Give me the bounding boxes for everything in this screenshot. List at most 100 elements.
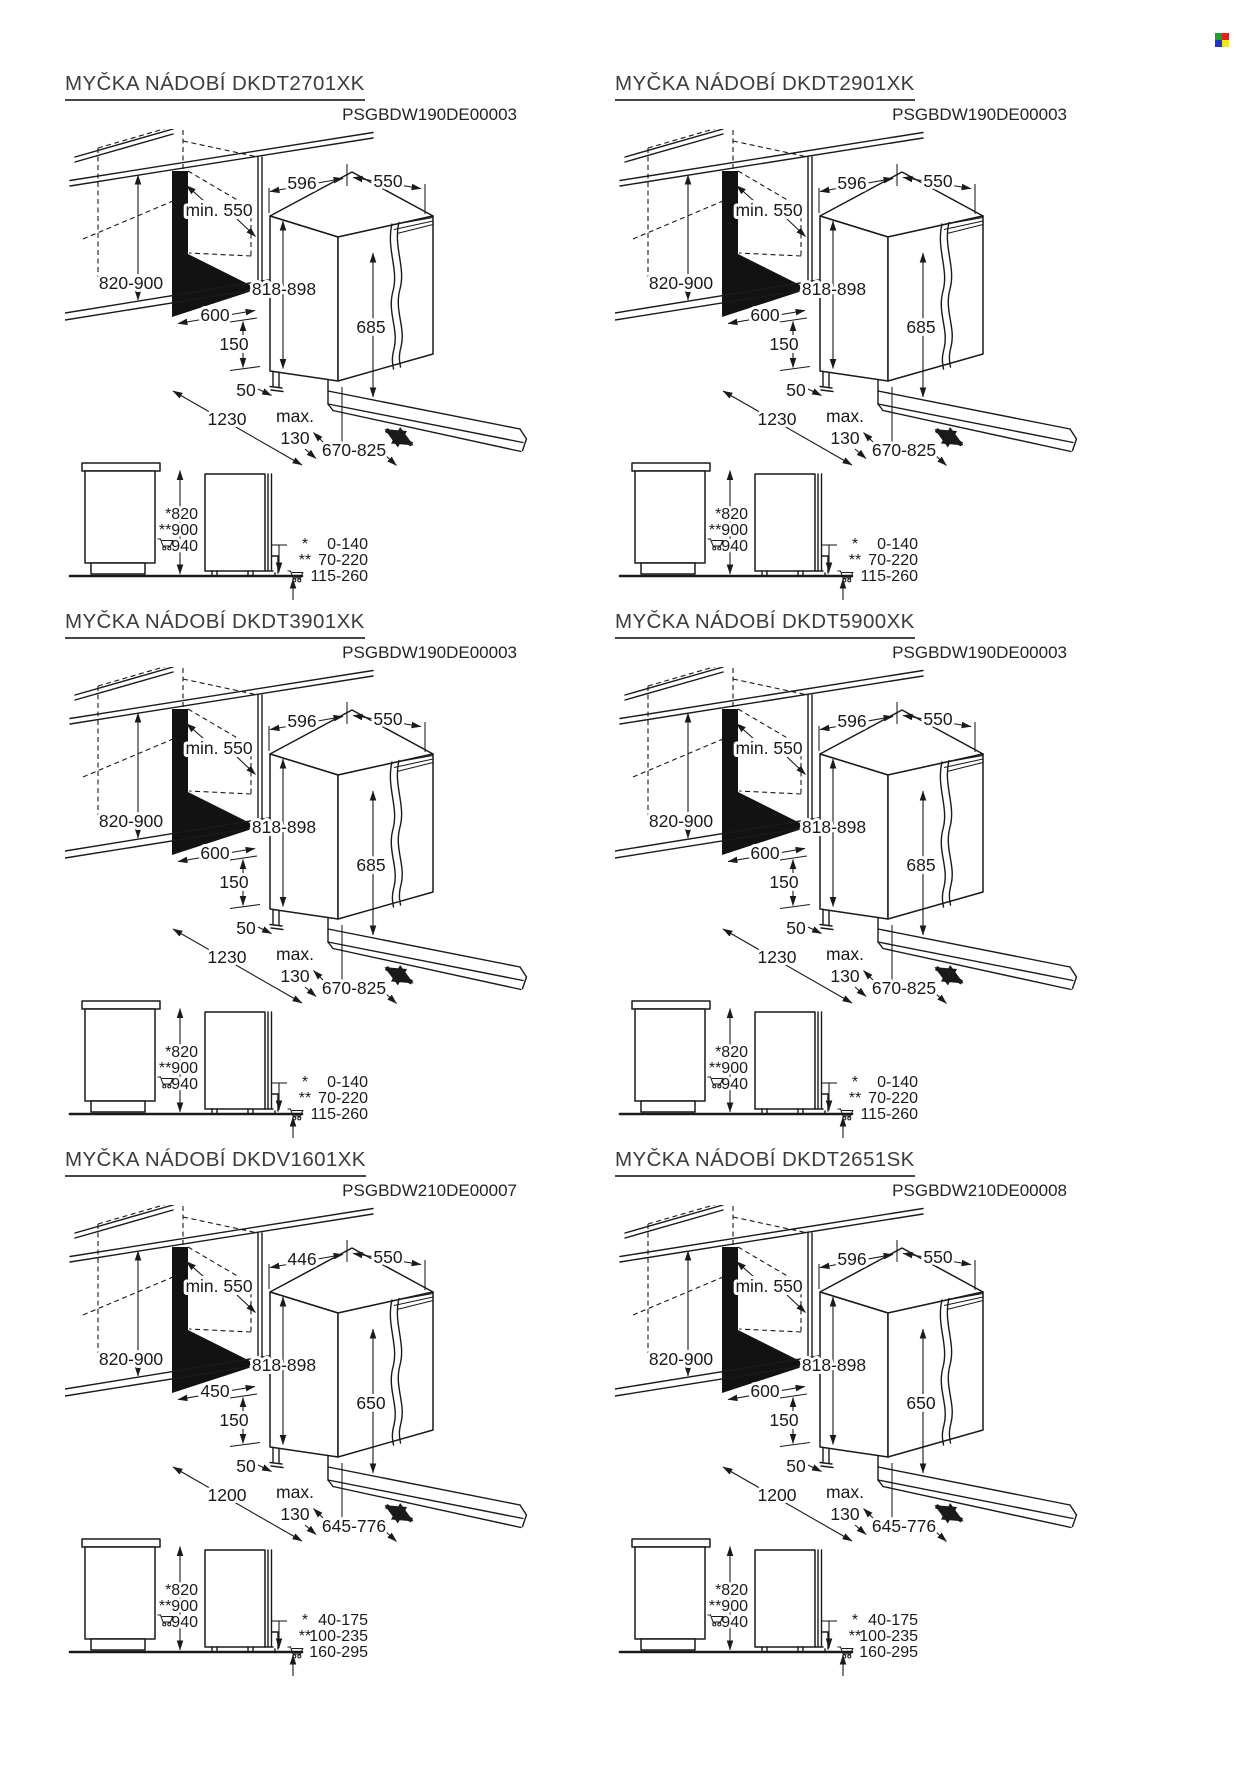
cabinet-base	[90, 1100, 146, 1113]
dim-height-range: 818-898	[252, 1355, 316, 1375]
panel-title-row: MYČKA NÁDOBÍ DKDT2701XK	[65, 72, 535, 102]
dim-plinth-range: 645-776	[322, 1516, 386, 1536]
niche-shadow	[172, 709, 258, 855]
side-height-2: **900	[709, 1060, 748, 1077]
cart-icon	[287, 1108, 304, 1121]
slide-direction-arrow	[934, 965, 964, 986]
dim-floor-width: 1200	[758, 1485, 797, 1505]
side-view-diagram: *820 **900 940 * 0-140 ** 70-220	[618, 1000, 918, 1138]
dimensions: 820-900 min. 550 596 550 818-898 685 600	[646, 164, 976, 466]
dishwasher-side	[754, 1011, 816, 1110]
niche-shadow	[722, 171, 808, 317]
dim-niche-width: 600	[200, 305, 229, 325]
product-panel: MYČKA NÁDOBÍ DKDT2701XK PSGBDW190DE00003	[65, 72, 535, 610]
legend-value-1: 0-140	[877, 1074, 918, 1091]
legend-marker-2: **	[849, 1628, 861, 1645]
installation-diagram: 820-900 min. 550 596 550 818-898 685 600	[65, 129, 528, 600]
cabinet-base	[640, 562, 696, 575]
cart-icon	[157, 1076, 174, 1089]
door-break-wave	[396, 759, 403, 906]
panel-title-row: MYČKA NÁDOBÍ DKDT2901XK	[615, 72, 1085, 102]
dim-gap: 50	[236, 1456, 256, 1476]
legend-value-3: 115-260	[860, 568, 918, 585]
dimensions: 820-900 min. 550 596 550 818-898 685 600	[96, 164, 426, 466]
dim-door-height: 685	[356, 855, 385, 875]
dim-toe-kick: 150	[219, 872, 248, 892]
dishwasher-side	[754, 1549, 816, 1648]
counter-slab	[631, 462, 711, 472]
cabinet-base	[640, 1100, 696, 1113]
dimensions: 820-900 min. 550 596 550 818-898 650 600	[646, 1240, 976, 1542]
door-break-wave	[939, 761, 946, 908]
dim-niche-width: 600	[200, 843, 229, 863]
legend-value-2: 70-220	[868, 552, 918, 569]
legend-marker-1: *	[302, 536, 308, 553]
niche-shadow	[172, 171, 258, 317]
dim-door-height: 685	[356, 317, 385, 337]
side-height-1: *820	[165, 506, 198, 523]
cabinet-body	[84, 1008, 156, 1102]
panel-grid: MYČKA NÁDOBÍ DKDT2701XK PSGBDW190DE00003	[65, 72, 1085, 1686]
panel-title-row: MYČKA NÁDOBÍ DKDT3901XK	[65, 610, 535, 640]
dimensions: 820-900 min. 550 446 550 818-898 650 450	[96, 1240, 426, 1542]
sliding-plinth	[327, 1466, 528, 1529]
dishwasher-side	[754, 473, 816, 572]
side-height-2: **900	[709, 1598, 748, 1615]
legend-marker-1: *	[852, 1074, 858, 1091]
legend-value-1: 40-175	[868, 1612, 918, 1629]
color-square-blue	[1215, 40, 1222, 47]
dim-gap: 50	[786, 380, 806, 400]
counter-and-niche	[615, 129, 924, 321]
panel-title-row: MYČKA NÁDOBÍ DKDT5900XK	[615, 610, 1085, 640]
drawing-code: PSGBDW190DE00003	[892, 643, 1067, 662]
legend-value-2: 100-235	[859, 1628, 918, 1645]
dishwasher-box	[819, 171, 984, 405]
dim-max-value: 130	[830, 1504, 859, 1524]
cart-icon	[287, 1646, 304, 1659]
dim-door-height: 650	[906, 1393, 935, 1413]
dim-gap: 50	[236, 380, 256, 400]
dim-height-range: 818-898	[802, 817, 866, 837]
legend-value-2: 70-220	[318, 552, 368, 569]
dim-toe-kick: 150	[219, 1410, 248, 1430]
side-height-3: 940	[171, 538, 198, 555]
sliding-plinth	[327, 390, 528, 453]
dim-gap: 50	[786, 1456, 806, 1476]
legend-marker-1: *	[852, 1612, 858, 1629]
side-height-1: *820	[715, 1582, 748, 1599]
dishwasher-box	[819, 709, 984, 943]
dimensions: 820-900 min. 550 596 550 818-898 685 600	[96, 702, 426, 1004]
dim-width: 446	[287, 1249, 316, 1269]
dim-depth: 550	[923, 1247, 952, 1267]
dim-plinth-range: 670-825	[872, 978, 936, 998]
door-break-wave	[939, 223, 946, 370]
installation-diagram: 820-900 min. 550 596 550 818-898 685 600	[65, 667, 528, 1138]
dim-niche-depth: min. 550	[185, 1276, 252, 1296]
dim-depth: 550	[373, 171, 402, 191]
dim-width: 596	[837, 711, 866, 731]
sliding-plinth	[327, 928, 528, 991]
dim-plinth-range: 645-776	[872, 1516, 936, 1536]
counter-and-niche	[65, 129, 374, 321]
drawing-code: PSGBDW210DE00008	[892, 1181, 1067, 1200]
dim-height-range: 818-898	[802, 279, 866, 299]
product-panel: MYČKA NÁDOBÍ DKDT3901XK PSGBDW190DE00003	[65, 610, 535, 1148]
slide-direction-arrow	[384, 965, 414, 986]
dim-width: 596	[287, 711, 316, 731]
dim-width: 596	[287, 173, 316, 193]
dim-niche-depth: min. 550	[185, 200, 252, 220]
dishwasher-box	[269, 709, 434, 943]
dim-gap: 50	[236, 918, 256, 938]
legend-marker-1: *	[852, 536, 858, 553]
dim-max-word: max.	[276, 406, 314, 426]
side-view-diagram: *820 **900 940 * 40-175 ** 100-235	[68, 1538, 368, 1676]
door-break-wave	[946, 221, 953, 368]
counter-slab	[81, 462, 161, 472]
dim-max-value: 130	[280, 428, 309, 448]
dim-toe-kick: 150	[219, 334, 248, 354]
counter-and-niche	[615, 667, 924, 859]
dim-niche-depth: min. 550	[735, 1276, 802, 1296]
drawing-code: PSGBDW190DE00003	[342, 105, 517, 124]
cabinet-body	[634, 1546, 706, 1640]
legend-value-1: 0-140	[877, 536, 918, 553]
